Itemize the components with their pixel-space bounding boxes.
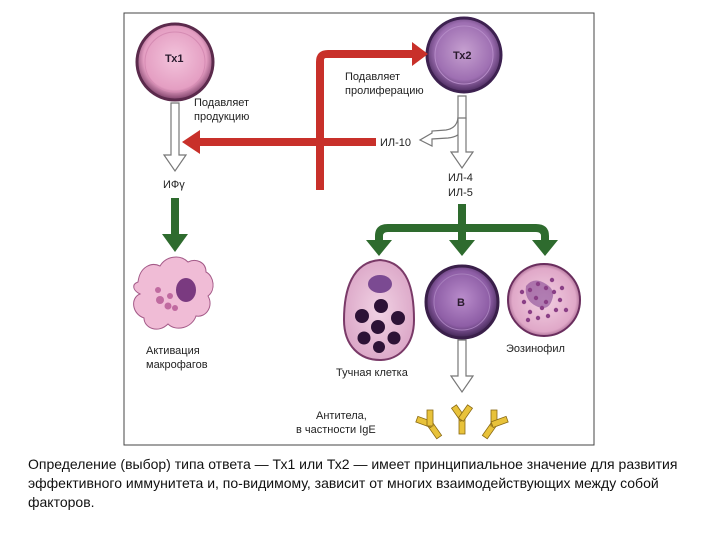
th2-label: Тх2	[453, 50, 472, 62]
th1-cell: Тх1	[135, 22, 215, 102]
activation-fork-th2	[366, 204, 558, 256]
th1-to-ifn-arrow	[162, 102, 188, 173]
diagram-frame	[123, 12, 595, 446]
ifn-gamma-label: ИФγ	[163, 179, 185, 191]
th2-to-il4-arrow	[449, 117, 475, 170]
activation-arrow-macrophage	[162, 198, 188, 252]
mast-cell	[342, 258, 416, 362]
th2-cell: Тх2	[425, 16, 503, 94]
antibodies-label-1: Антитела,	[316, 410, 367, 422]
b-to-antibody-arrow	[449, 339, 475, 394]
antibody-1	[415, 409, 443, 440]
antibody-3	[481, 409, 509, 440]
inhibit-arrow-th1	[182, 130, 376, 154]
suppress-proliferation-label-2: пролиферацию	[345, 85, 424, 97]
th1-label: Тх1	[165, 53, 184, 65]
figure-caption: Определение (выбор) типа ответа — Тх1 ил…	[28, 456, 678, 510]
eosinophil-cell	[507, 263, 581, 337]
macrophage-activation-label-1: Активация	[146, 345, 200, 357]
b-cell: В	[424, 264, 500, 340]
suppress-production-label-2: продукцию	[194, 111, 249, 123]
b-cell-label: В	[457, 297, 465, 309]
mast-cell-label: Тучная клетка	[336, 367, 409, 379]
eosinophil-label: Эозинофил	[506, 343, 565, 355]
inhibit-arrow-th2	[316, 42, 428, 190]
suppress-proliferation-label-1: Подавляет	[345, 71, 400, 83]
antibody-2	[450, 404, 474, 435]
suppress-production-label-1: Подавляет	[194, 97, 249, 109]
antibodies-label-2: в частности IgE	[296, 424, 376, 436]
macrophage-activation-label-2: макрофагов	[146, 359, 208, 371]
il5-label: ИЛ-5	[448, 187, 473, 199]
antibodies	[415, 404, 509, 440]
il10-label: ИЛ-10	[380, 137, 411, 149]
il4-label: ИЛ-4	[448, 172, 473, 184]
macrophage-cell	[133, 256, 214, 330]
